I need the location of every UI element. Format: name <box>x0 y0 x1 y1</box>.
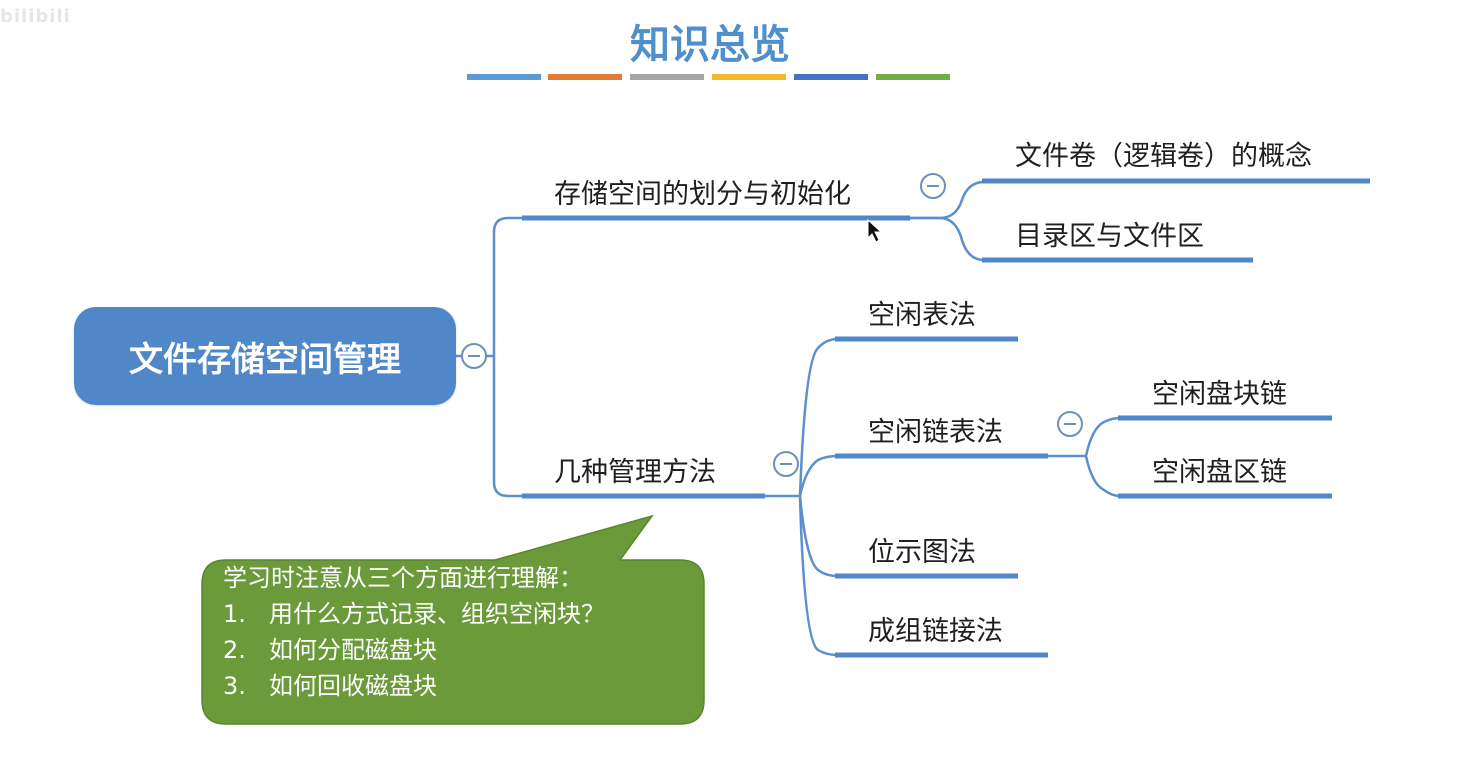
node-logical-volume[interactable]: 文件卷（逻辑卷）的概念 <box>1015 141 1312 172</box>
title-bar-segment <box>467 74 541 80</box>
callout-item: 2.如何分配磁盘块 <box>223 636 437 664</box>
connector-b2-child3 <box>798 495 839 578</box>
root-node[interactable]: 文件存储空间管理 <box>74 307 456 405</box>
branch-storage-partition[interactable]: 存储空间的划分与初始化 <box>554 179 851 210</box>
node-free-table[interactable]: 空闲表法 <box>868 300 976 331</box>
connector-branch2 <box>492 356 524 498</box>
node-grouped-linking[interactable]: 成组链接法 <box>868 616 1003 647</box>
connector-b2-child4 <box>798 495 839 657</box>
page-title: 知识总览 <box>630 22 790 68</box>
mouse-cursor-icon <box>867 218 883 243</box>
collapse-branch2[interactable] <box>773 451 799 477</box>
collapse-branch1[interactable] <box>920 173 946 199</box>
title-bar-segment <box>548 74 622 80</box>
connector-sub-child2 <box>1084 455 1121 498</box>
callout-heading: 学习时注意从三个方面进行理解： <box>223 564 583 592</box>
connector-b1-child1 <box>910 180 985 220</box>
callout-item: 3.如何回收磁盘块 <box>223 672 437 700</box>
collapse-root[interactable] <box>461 343 487 369</box>
title-bar-segment <box>876 74 950 80</box>
connector-branch1 <box>492 216 524 356</box>
connector-b2-child2 <box>798 454 839 497</box>
node-free-extent-chain[interactable]: 空闲盘区链 <box>1152 457 1287 488</box>
node-bitmap[interactable]: 位示图法 <box>868 537 976 568</box>
node-directory-file-area[interactable]: 目录区与文件区 <box>1015 221 1204 252</box>
watermark: bilibili <box>0 6 71 27</box>
node-free-block-chain[interactable]: 空闲盘块链 <box>1152 379 1287 410</box>
callout-bubble <box>201 514 705 725</box>
root-node-label: 文件存储空间管理 <box>129 339 401 380</box>
collapse-sub[interactable] <box>1057 411 1083 437</box>
connector-b1-child2 <box>910 216 985 262</box>
title-bar-segment <box>712 74 786 80</box>
title-bar-segment <box>630 74 704 80</box>
callout-text: 学习时注意从三个方面进行理解： 1.用什么方式记录、组织空闲块？ 2.如何分配磁… <box>223 560 605 704</box>
connector-sub-child1 <box>1084 416 1121 457</box>
title-bar-segment <box>794 74 868 80</box>
branch-management-methods[interactable]: 几种管理方法 <box>554 457 716 488</box>
node-free-list[interactable]: 空闲链表法 <box>868 417 1003 448</box>
connector-b2-child1 <box>798 337 839 497</box>
callout-item: 1.用什么方式记录、组织空闲块？ <box>223 600 605 628</box>
